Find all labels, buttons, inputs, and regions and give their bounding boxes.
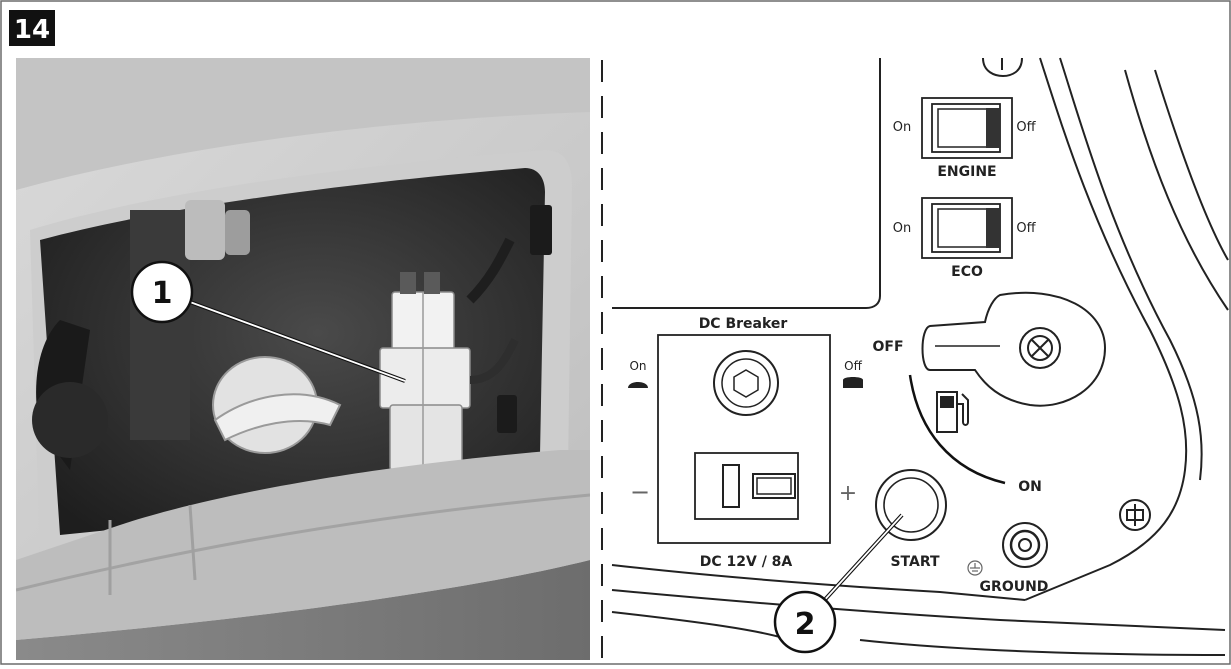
wire-connector (379, 272, 471, 471)
start-button[interactable]: START (875, 469, 947, 570)
engine-off-label: Off (1016, 120, 1036, 135)
dc-breaker-title: DC Breaker (699, 316, 788, 332)
knob-illustration (212, 356, 342, 454)
control-panel-diagram (611, 57, 1229, 656)
screw-icon (1119, 499, 1151, 531)
ground-label: GROUND (980, 579, 1049, 595)
step-badge: 14 (9, 10, 55, 46)
dc-breaker-off-label: Off (844, 359, 862, 373)
callout-1-number: 1 (152, 276, 173, 311)
ground-symbol-icon (967, 560, 983, 576)
engine-switch[interactable]: On Off ENGINE (893, 97, 1037, 180)
dc-plus-sign: + (839, 481, 857, 506)
eco-switch[interactable]: On Off ECO (893, 197, 1037, 280)
dc-rating-label: DC 12V / 8A (700, 554, 793, 570)
dc-breaker-reset-button[interactable] (713, 350, 779, 416)
fuel-pump-icon (936, 391, 969, 433)
ground-terminal[interactable]: GROUND (980, 522, 1049, 595)
eco-on-label: On (893, 221, 911, 236)
fuel-valve-lever[interactable] (921, 291, 1107, 407)
dc-outlet[interactable] (694, 452, 799, 520)
fuel-valve-on-label: ON (1018, 479, 1042, 495)
eco-off-label: Off (1016, 221, 1036, 236)
engine-on-label: On (893, 120, 911, 135)
dc-breaker: DC Breaker − + DC 12V / 8A On Off (628, 316, 863, 570)
dc-breaker-on-indicator (628, 382, 648, 388)
dc-breaker-off-indicator (843, 377, 863, 388)
fuel-valve-off-label: OFF (872, 339, 903, 355)
eco-switch-label: ECO (951, 264, 983, 280)
step-number: 14 (14, 15, 50, 45)
callout-2-number: 2 (795, 607, 816, 642)
start-label: START (890, 554, 940, 570)
callout-1: 1 (130, 260, 194, 324)
engine-switch-label: ENGINE (937, 164, 996, 180)
fuel-valve-arc (908, 374, 1006, 485)
dc-minus-sign: − (630, 478, 650, 506)
dc-breaker-on-label: On (629, 359, 646, 373)
callout-2: 2 (773, 590, 837, 654)
photo-panel: 1 (16, 58, 590, 660)
